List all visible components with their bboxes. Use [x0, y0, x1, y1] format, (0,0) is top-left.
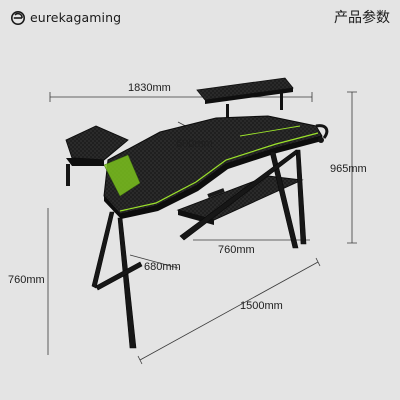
monitor-stand-shelf — [196, 77, 294, 118]
brand-logo[interactable]: eurekagaming — [10, 10, 121, 26]
side-platform — [65, 125, 129, 186]
dim-main-length: 1500mm — [240, 300, 283, 312]
dim-total-width: 1830mm — [128, 82, 171, 94]
desk-top — [103, 115, 323, 219]
headphone-hook — [315, 124, 329, 143]
dim-height: 965mm — [330, 163, 367, 175]
dim-depth: 600mm — [176, 138, 213, 150]
brand-name: eurekagaming — [30, 10, 122, 25]
desk-legs — [91, 149, 307, 349]
dim-side-depth: 680mm — [144, 261, 181, 273]
dim-keyboard-tray: 760mm — [218, 244, 255, 256]
page-title: 产品参数 — [334, 10, 390, 26]
header-bar: eurekagaming 产品参数 — [0, 0, 400, 36]
eureka-logo-icon — [11, 11, 25, 25]
dim-leg-height: 760mm — [8, 274, 45, 286]
